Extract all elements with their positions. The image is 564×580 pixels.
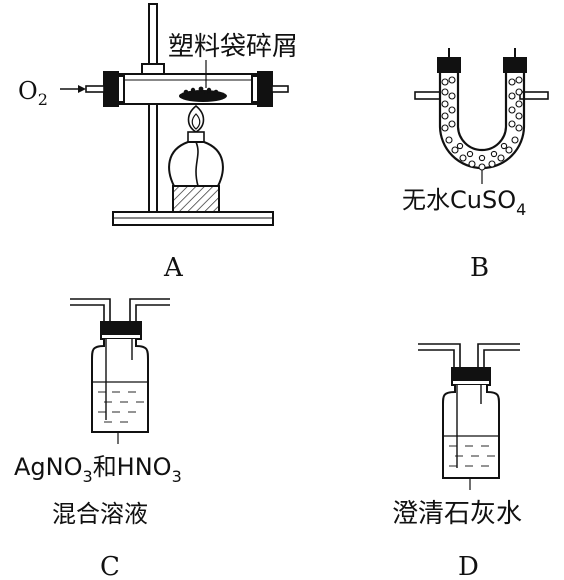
inlet-tube-d [418, 343, 461, 372]
stopper-right [503, 57, 527, 73]
stopper-left [437, 57, 461, 73]
c-reagent-line2: 混合溶液 [52, 500, 148, 528]
support-block [172, 185, 220, 213]
apparatus-a [60, 3, 289, 226]
bottle-d [442, 385, 500, 479]
c-reagent-line1: AgNO3和HNO3 [14, 453, 182, 486]
material-label: 塑料袋碎屑 [168, 32, 298, 62]
side-arm-right [519, 91, 549, 100]
lamp-wick [195, 141, 199, 187]
bottle-c [91, 339, 149, 433]
o2-label: O2 [18, 77, 48, 109]
left-stopper [103, 71, 119, 107]
apparatus-d [418, 343, 520, 490]
lamp-wick-holder [187, 131, 205, 143]
outlet-tube [271, 85, 289, 93]
cuso4-label: 无水CuSO4 [402, 186, 526, 219]
stopper-c [100, 321, 142, 335]
cuso4-granules [441, 76, 523, 171]
stand-rod [148, 3, 158, 213]
plastic-debris [179, 86, 227, 102]
apparatus-b [414, 48, 549, 184]
side-arm-left [414, 91, 441, 100]
d-reagent: 澄清石灰水 [392, 499, 522, 529]
label-b: B [470, 253, 489, 283]
label-a: A [163, 253, 184, 283]
right-stopper [257, 71, 273, 107]
outlet-tube-d [477, 343, 520, 372]
apparatus-c [70, 298, 170, 444]
inlet-tube [85, 85, 105, 93]
label-d: D [458, 552, 479, 580]
stopper-d [451, 367, 491, 381]
label-c: C [100, 552, 120, 580]
